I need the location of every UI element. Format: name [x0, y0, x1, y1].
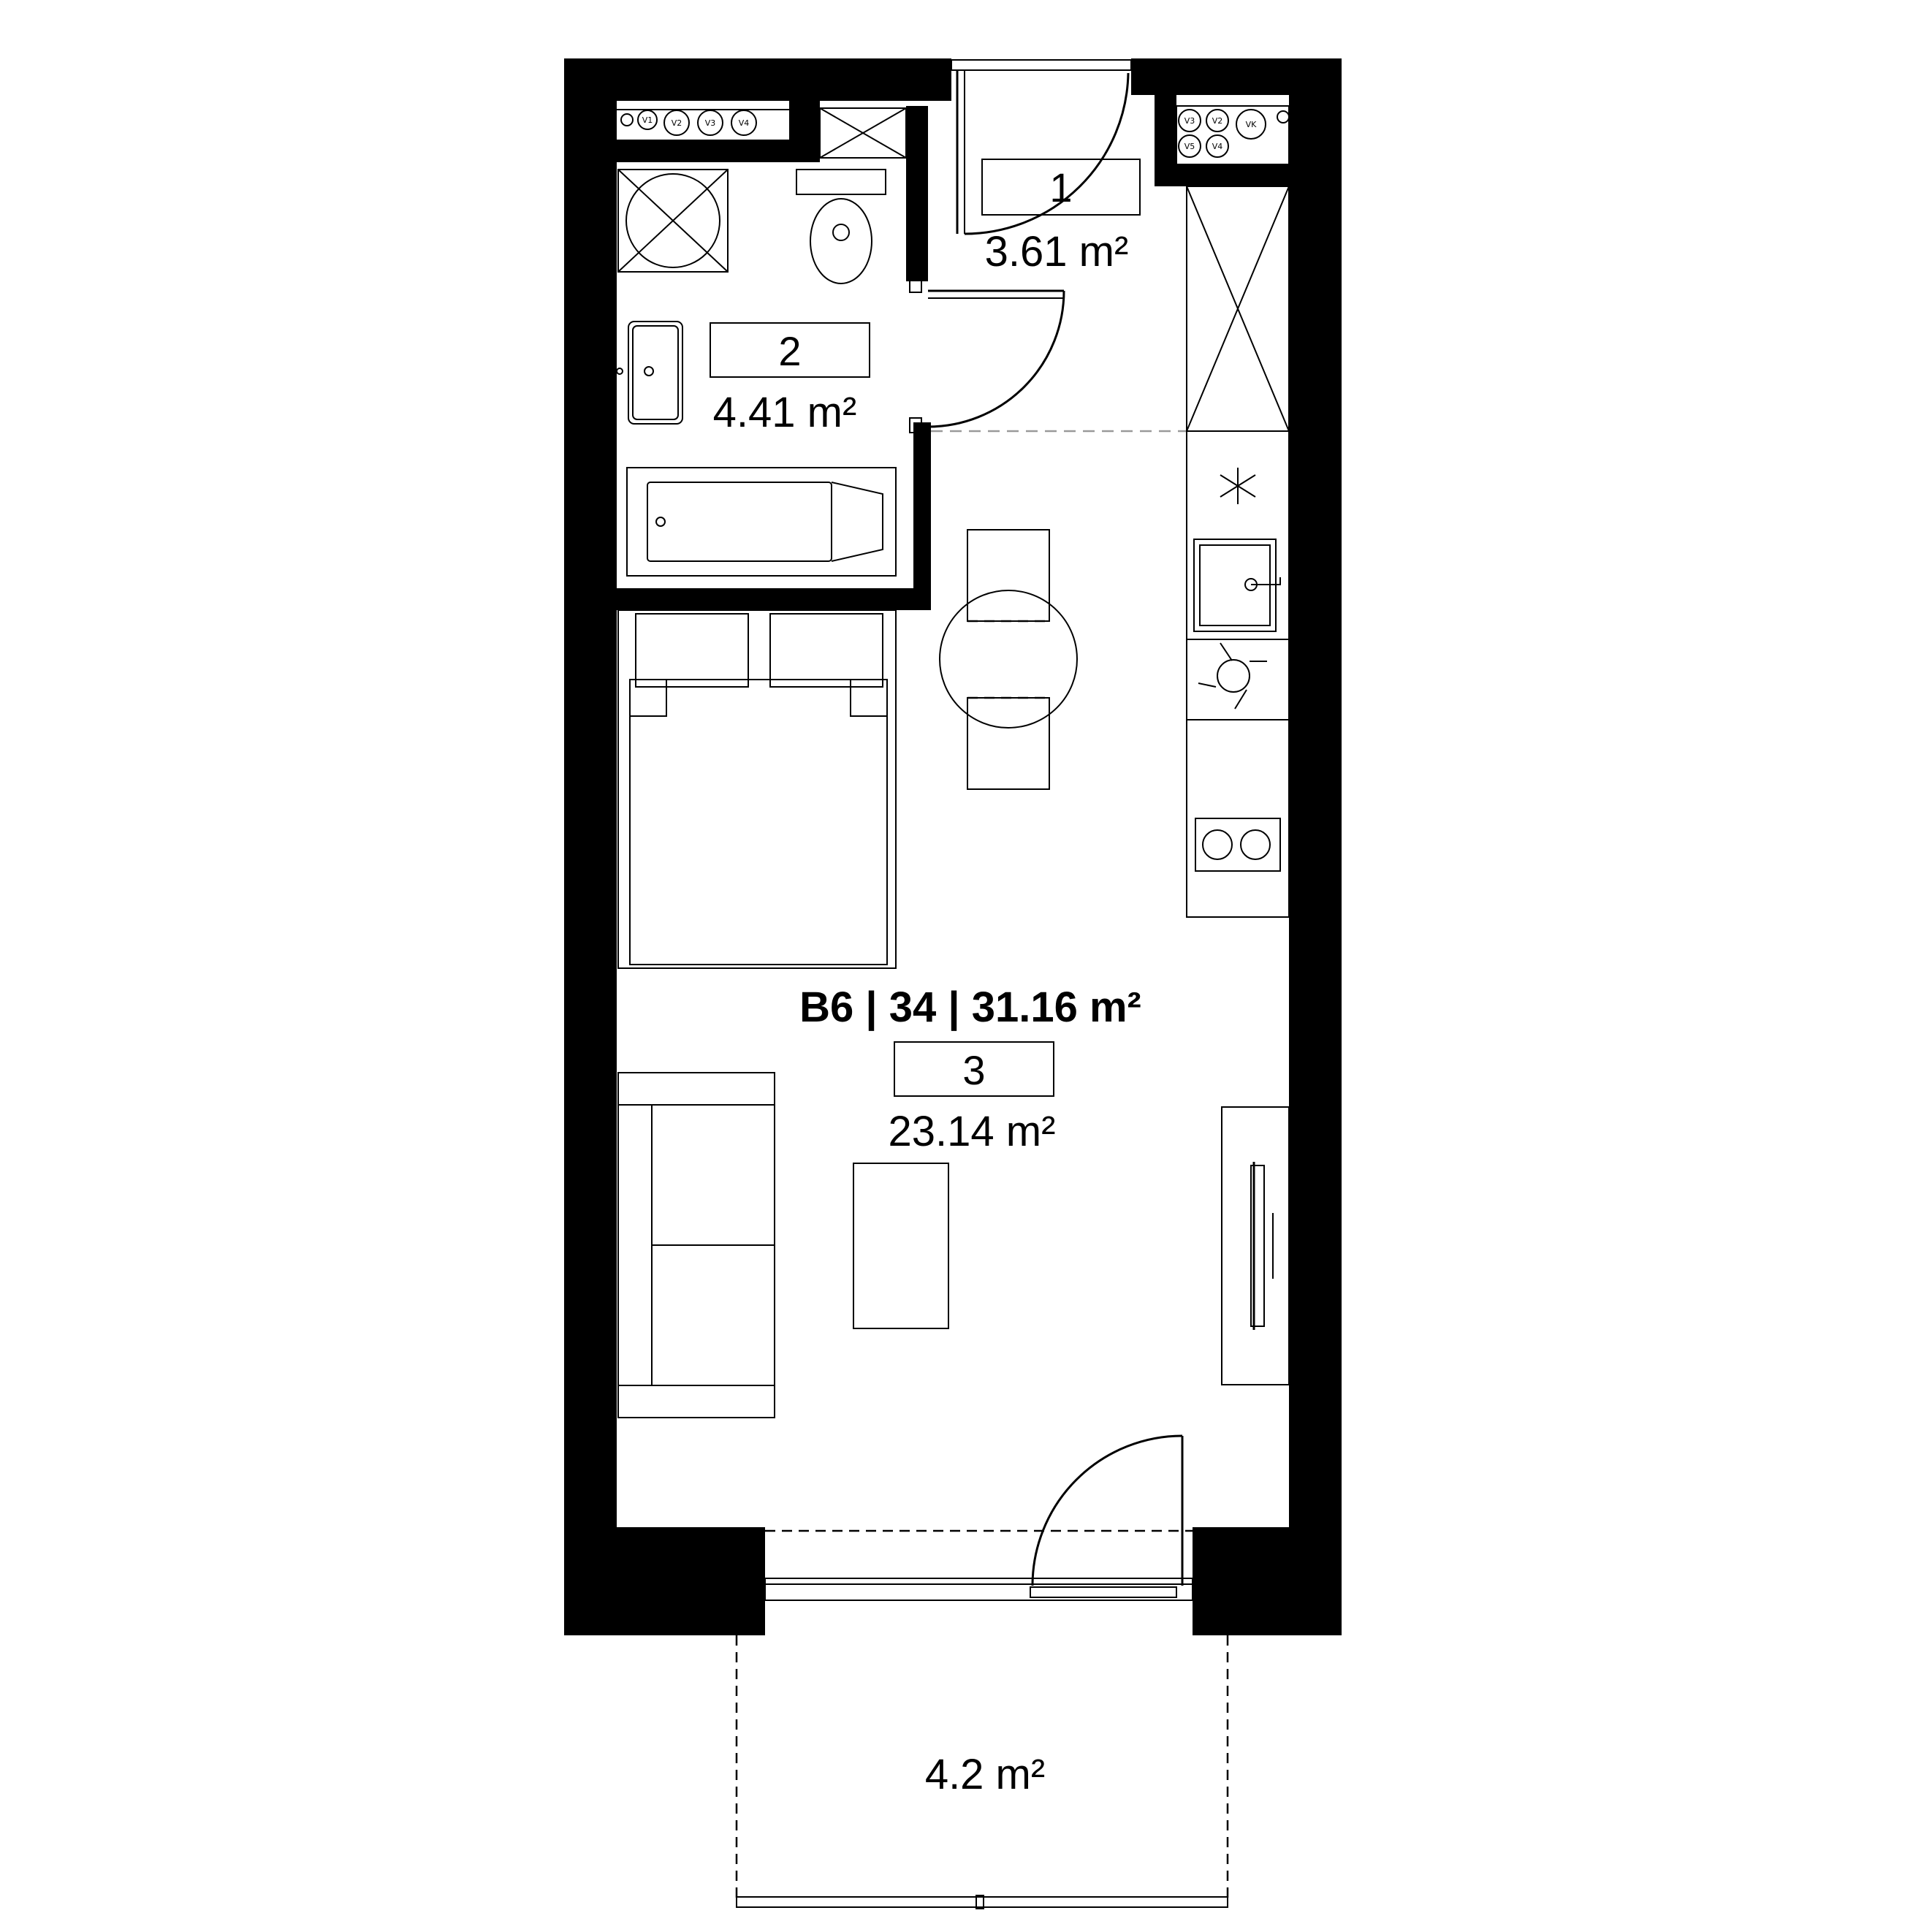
- coffee-table: [853, 1163, 949, 1329]
- vent-label: V4: [1212, 142, 1223, 151]
- vent-shaft-right: V3 V2 VK V5 V4: [1176, 105, 1290, 165]
- room-area: 3.61 m²: [985, 228, 1129, 275]
- vent-label: V4: [739, 118, 750, 128]
- installation-box: [819, 107, 907, 159]
- vent-label: VK: [1246, 120, 1258, 129]
- vent-shaft-left: V1 V2 V3 V4: [615, 109, 791, 141]
- vent-label: V2: [1212, 116, 1223, 126]
- apartment-label: B6 | 34 | 31.16 m²: [799, 984, 1141, 1031]
- tv-cabinet: [1221, 1106, 1290, 1385]
- vent-label: V5: [1184, 142, 1195, 151]
- room-number: 3: [962, 1047, 985, 1093]
- dining-table: [939, 529, 1078, 790]
- room-area: 4.41 m²: [713, 389, 857, 436]
- room-3-label: 3 23.14 m²: [889, 1041, 1056, 1155]
- balcony-outline: [735, 1635, 1229, 1909]
- vent-label: V3: [705, 118, 716, 128]
- room-1-label: 1 3.61 m²: [981, 159, 1141, 275]
- sofa: [617, 1072, 775, 1418]
- entrance-door: [951, 59, 1132, 235]
- room-number: 2: [778, 328, 801, 374]
- bathroom-door: [909, 275, 1065, 433]
- washbasin: [616, 321, 683, 425]
- vent-label: V1: [642, 115, 653, 125]
- walls: [564, 58, 1342, 1635]
- bathtub: [626, 467, 897, 577]
- toilet: [796, 169, 886, 284]
- room-area: 23.14 m²: [889, 1108, 1056, 1155]
- balcony-door: [764, 1434, 1193, 1601]
- balcony-area: 4.2 m²: [925, 1751, 1045, 1798]
- washing-machine: [617, 169, 729, 273]
- vent-label: V3: [1184, 116, 1195, 126]
- kitchen-counter: [1186, 186, 1290, 918]
- room-number: 1: [1049, 164, 1072, 210]
- room-2-label: 2 4.41 m²: [710, 322, 870, 436]
- vent-label: V2: [672, 118, 682, 128]
- double-bed: [617, 609, 897, 969]
